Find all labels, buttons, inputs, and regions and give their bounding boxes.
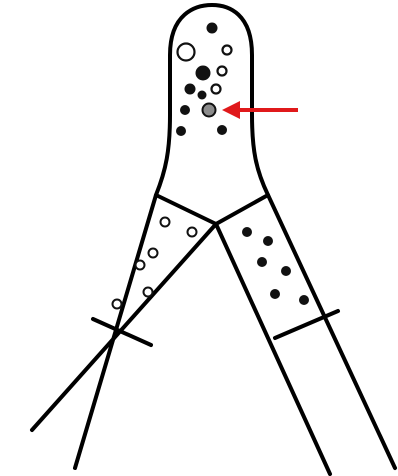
inner-branch-outline (32, 224, 330, 474)
dark-dot (185, 84, 196, 95)
dark-dot (242, 227, 252, 237)
dark-dot (263, 236, 273, 246)
stem-outline (75, 5, 395, 468)
open-dot (188, 228, 197, 237)
open-dot (178, 44, 195, 61)
dark-dot (270, 289, 280, 299)
dark-dot (176, 126, 186, 136)
stem-dots (176, 23, 232, 137)
open-dot (144, 288, 153, 297)
dark-dot (207, 23, 218, 34)
grey-dot (203, 104, 216, 117)
open-dot (113, 300, 122, 309)
open-dot (218, 67, 227, 76)
open-dot (149, 249, 158, 258)
shoulder-line (156, 195, 268, 224)
open-dot (212, 85, 221, 94)
open-dot (223, 46, 232, 55)
red-arrow (222, 101, 298, 119)
dark-dot (257, 257, 267, 267)
dark-dot (180, 105, 190, 115)
dark-dot (299, 295, 309, 305)
dark-dot (281, 266, 291, 276)
dark-dot (196, 66, 211, 81)
arrow-head (222, 101, 240, 119)
tube-outline (32, 5, 395, 474)
dark-dot (217, 125, 227, 135)
left-cross-wall (93, 319, 151, 345)
open-dot (136, 261, 145, 270)
open-dot (161, 218, 170, 227)
dark-dot (198, 91, 207, 100)
